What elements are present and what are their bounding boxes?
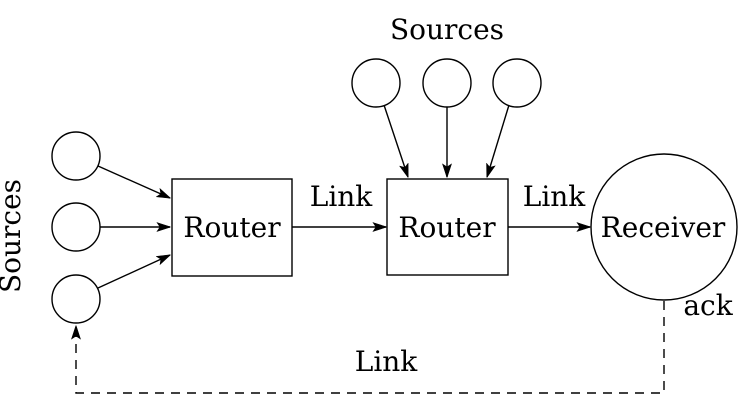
left-source-node-3 bbox=[51, 274, 101, 324]
sources-left-label: Sources bbox=[0, 179, 27, 293]
link-bottom-label: Link bbox=[355, 345, 419, 378]
left-source-node-1 bbox=[51, 131, 101, 181]
router-right-label: Router bbox=[398, 211, 496, 244]
link-right-label: Link bbox=[523, 180, 587, 213]
edge-left-source1-router bbox=[97, 165, 170, 199]
router-left-label: Router bbox=[183, 211, 281, 244]
receiver-label: Receiver bbox=[601, 211, 726, 244]
sources-top-label: Sources bbox=[390, 13, 504, 46]
top-source-node-1 bbox=[351, 58, 401, 108]
top-source-node-2 bbox=[422, 58, 472, 108]
link-left-label: Link bbox=[310, 180, 374, 213]
edge-left-source3-router bbox=[97, 255, 170, 289]
top-source-node-3 bbox=[492, 58, 542, 108]
ack-label: ack bbox=[683, 289, 733, 322]
edge-top-source1-router bbox=[383, 104, 409, 177]
edge-feedback-ack-dashed bbox=[76, 301, 665, 394]
left-source-node-2 bbox=[51, 202, 101, 252]
edge-top-source3-router bbox=[487, 104, 510, 177]
receiver-node bbox=[590, 153, 738, 301]
